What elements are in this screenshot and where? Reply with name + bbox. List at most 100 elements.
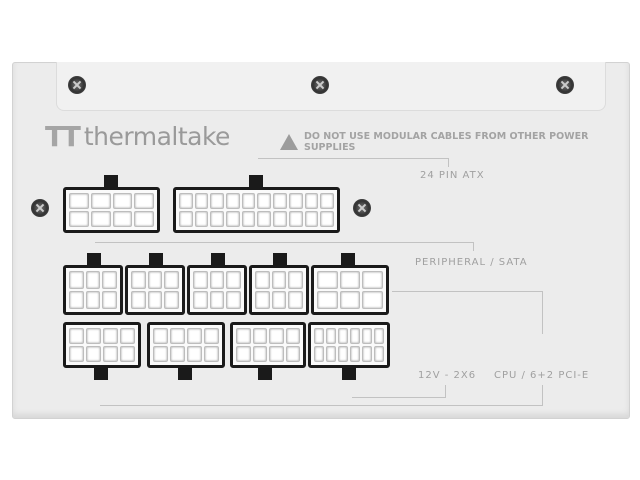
label-24pin-atx: 24 PIN ATX (420, 170, 485, 181)
connector-pin (273, 193, 287, 209)
connector-pin (85, 271, 101, 289)
connector-pin (339, 271, 361, 289)
connector-pin (194, 193, 209, 209)
connector-pin (226, 271, 241, 289)
connector-pin (210, 211, 225, 227)
connector-pin (69, 291, 84, 309)
connector-pin (102, 291, 117, 309)
connector-pin (241, 211, 256, 227)
peripheral-guide-line (95, 242, 474, 251)
connector-pin (269, 346, 284, 362)
connector-pin (326, 346, 336, 362)
connector-pin (120, 346, 135, 362)
connector-pin (350, 346, 360, 362)
connector-pin (269, 328, 284, 344)
connector-8pin (63, 187, 160, 233)
connector-pin (362, 271, 383, 289)
connector-peripheral (311, 265, 389, 315)
connector-peripheral (63, 265, 123, 315)
connector-pin (193, 271, 208, 289)
connector-pin (226, 211, 240, 227)
connector-pin (120, 328, 135, 344)
connector-pin (374, 328, 384, 344)
connector-pin (252, 346, 267, 362)
logo-mark: TT (45, 120, 81, 153)
connector-pin (69, 193, 89, 209)
screw-icon (353, 199, 371, 217)
connector-pin (134, 211, 154, 227)
connector-pin (285, 346, 300, 362)
connector-pin (179, 193, 193, 209)
connector-pin (362, 291, 383, 309)
connector-pin (85, 291, 101, 309)
connector-pin (204, 328, 219, 344)
warning-text: DO NOT USE MODULAR CABLES FROM OTHER POW… (304, 131, 589, 153)
connector-cpu-pcie (63, 322, 141, 368)
label-cpu-pcie: CPU / 6+2 PCI-E (494, 370, 590, 381)
connector-pin (236, 346, 251, 362)
connector-pin (226, 193, 240, 209)
label-12v-2x6: 12V - 2X6 (418, 370, 477, 381)
connector-pin (153, 346, 168, 362)
connector-pin (255, 271, 270, 289)
connector-pin (317, 291, 338, 309)
screw-icon (311, 76, 329, 94)
connector-pin (252, 328, 267, 344)
connector-pin (147, 271, 163, 289)
connector-pin (164, 291, 179, 309)
connector-pin (69, 211, 89, 227)
connector-12v-2x6 (308, 322, 390, 368)
connector-peripheral (249, 265, 309, 315)
connector-pin (103, 328, 118, 344)
connector-pin (103, 346, 118, 362)
connector-latch (104, 175, 118, 189)
connector-latch (178, 366, 192, 380)
warning-triangle-icon (280, 134, 298, 150)
connector-latch (149, 253, 163, 267)
connector-pin (69, 271, 84, 289)
connector-latch (211, 253, 225, 267)
screw-icon (556, 76, 574, 94)
connector-pin (69, 346, 84, 362)
connector-pin (131, 271, 146, 289)
connector-latch (342, 366, 356, 380)
connector-peripheral (187, 265, 247, 315)
connector-pin (271, 271, 287, 289)
connector-pin (210, 193, 225, 209)
connector-pin (374, 346, 384, 362)
connector-pin (304, 193, 319, 209)
warning-notice: DO NOT USE MODULAR CABLES FROM OTHER POW… (280, 131, 640, 153)
connector-pin (131, 291, 146, 309)
connector-pin (193, 291, 208, 309)
label-peripheral-sata: PERIPHERAL / SATA (415, 257, 528, 268)
connector-pin (317, 271, 338, 289)
connector-pin (194, 211, 209, 227)
connector-pin (314, 346, 324, 362)
connector-pin (271, 291, 287, 309)
connector-latch (249, 175, 263, 189)
connector-latch (258, 366, 272, 380)
connector-pin (86, 328, 101, 344)
cpu-bottom-guide-line (100, 385, 543, 406)
connector-pin (102, 271, 117, 289)
connector-cpu-pcie (230, 322, 306, 368)
connector-pin (153, 328, 168, 344)
connector-pin (257, 193, 272, 209)
connector-pin (338, 328, 348, 344)
connector-pin (339, 291, 361, 309)
top-plate (56, 62, 606, 111)
connector-pin (209, 271, 225, 289)
atx-guide-line (258, 158, 449, 167)
hpwr-guide-line (352, 385, 446, 398)
connector-latch (273, 253, 287, 267)
screw-icon (68, 76, 86, 94)
connector-pin (112, 211, 133, 227)
connector-pin (170, 328, 185, 344)
connector-pin (255, 291, 270, 309)
connector-pin (338, 346, 348, 362)
connector-pin (69, 328, 84, 344)
connector-pin (362, 328, 372, 344)
connector-pin (257, 211, 272, 227)
connector-pin (285, 328, 300, 344)
connector-pin (164, 271, 179, 289)
